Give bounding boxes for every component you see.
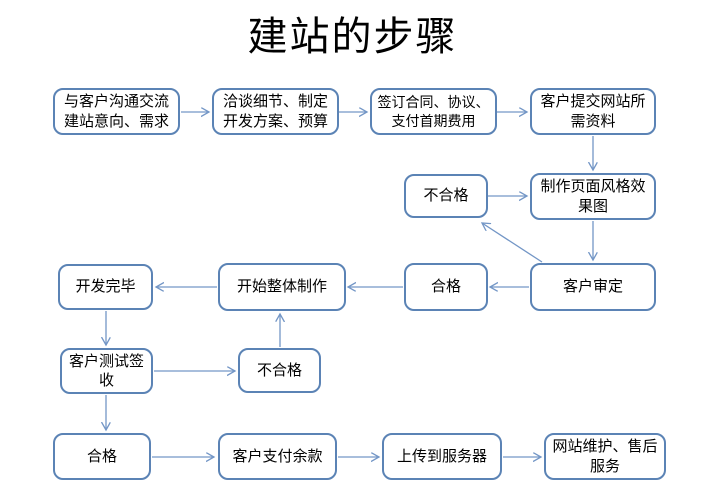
node-qualified-review: 合格 [404,263,488,311]
node-start-production: 开始整体制作 [218,263,346,311]
node-unqualified-test: 不合格 [238,348,321,393]
node-unqualified-mockup: 不合格 [404,174,488,218]
page-title: 建站的步骤 [247,14,458,59]
node-client-review: 客户审定 [530,263,656,311]
node-client-test: 客户测试签 收 [60,348,153,394]
node-sign-contract: 签订合同、协议、 支付首期费用 [370,88,497,135]
node-dev-complete: 开发完毕 [58,264,153,310]
node-maintenance: 网站维护、售后 服务 [544,433,666,480]
node-negotiate-plan: 洽谈细节、制定 开发方案、预算 [212,88,339,135]
node-make-mockup: 制作页面风格效 果图 [530,173,656,220]
node-upload-server: 上传到服务器 [382,433,502,480]
node-submit-materials: 客户提交网站所 需资料 [530,88,656,135]
arrow-review-to-unqualified [482,223,543,263]
node-qualified-test: 合格 [53,433,151,480]
node-communicate: 与客户沟通交流 建站意向、需求 [53,88,180,135]
node-pay-balance: 客户支付余款 [218,433,337,480]
